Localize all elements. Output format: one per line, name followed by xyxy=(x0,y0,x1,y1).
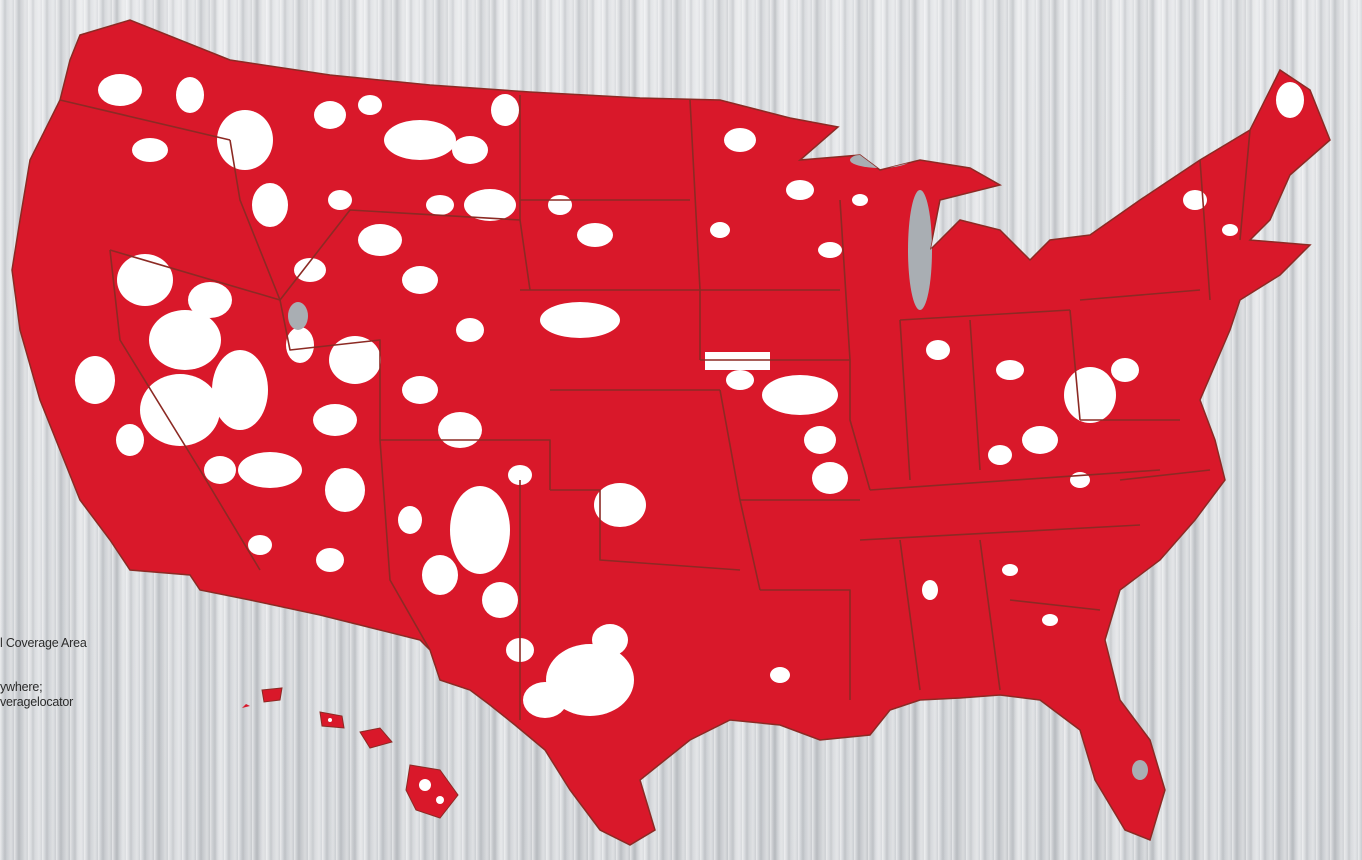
legend-coverage-label: l Coverage Area xyxy=(0,636,87,650)
hawaii-islands xyxy=(242,687,459,819)
legend-locator-text: veragelocator xyxy=(0,695,74,709)
legend-note-line: ywhere; xyxy=(0,680,43,694)
map-legend: l Coverage Area ywhere; veragelocator xyxy=(0,636,160,710)
mainland-us xyxy=(11,19,1331,846)
